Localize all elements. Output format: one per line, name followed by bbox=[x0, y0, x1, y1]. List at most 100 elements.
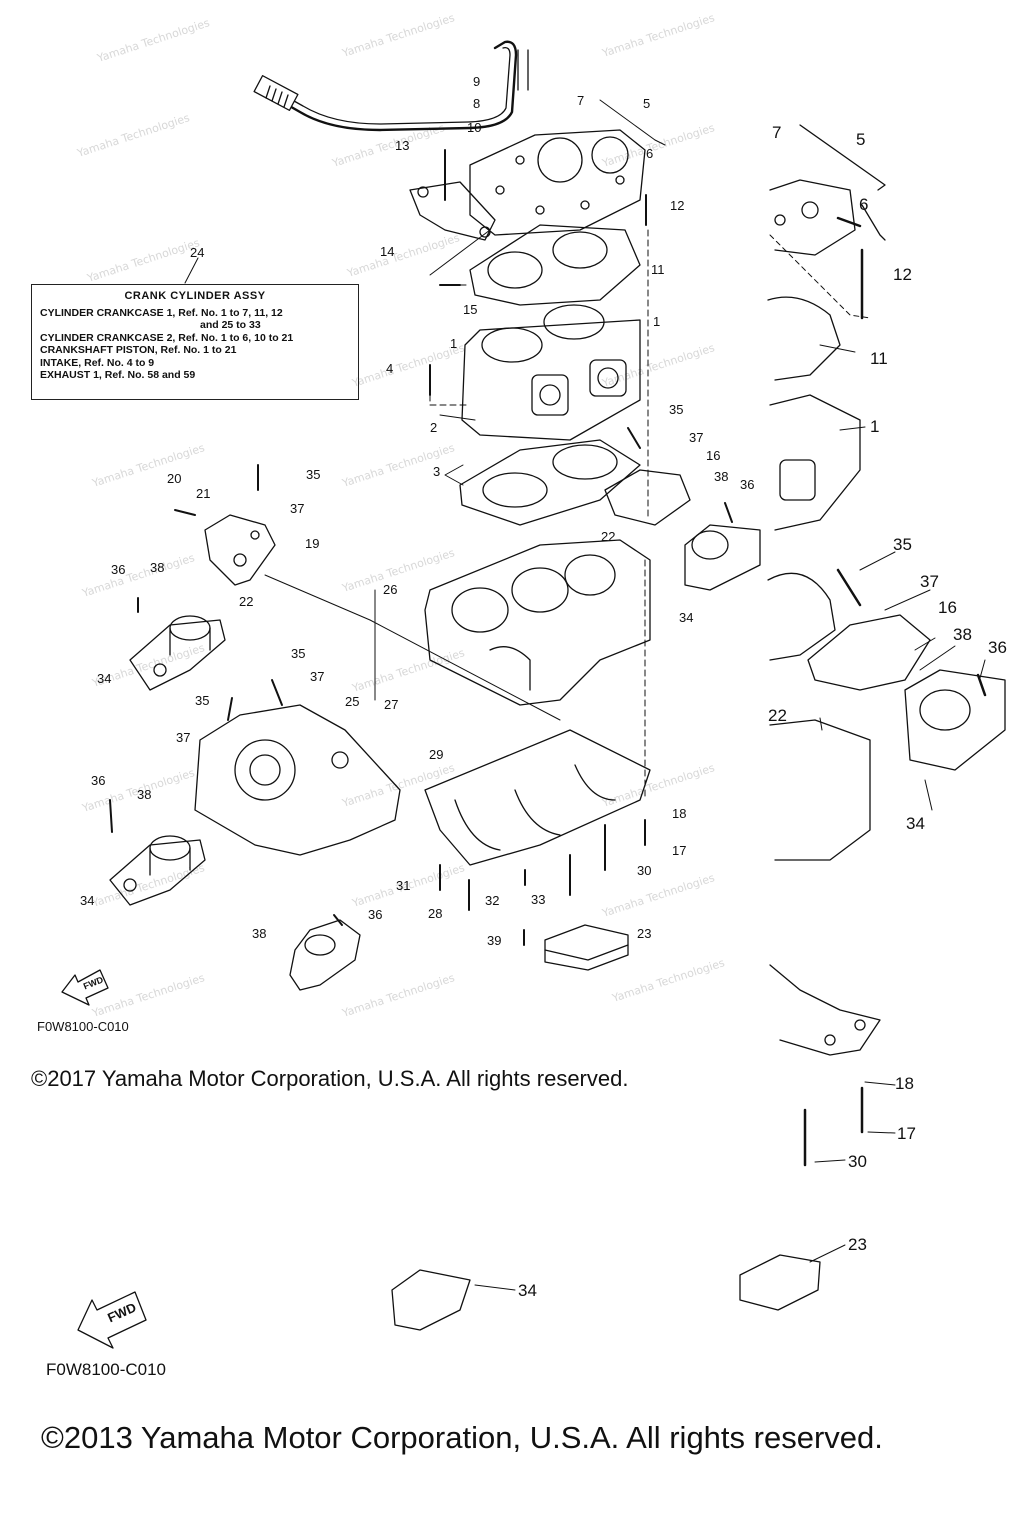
part-number-zoom: 34 bbox=[906, 814, 925, 833]
intake-manifold-part bbox=[289, 919, 361, 991]
base-gasket-part bbox=[459, 439, 641, 526]
part-number: 14 bbox=[380, 244, 395, 259]
part-number-zoom: 18 bbox=[895, 1074, 914, 1093]
engine-mount-part bbox=[129, 615, 226, 691]
assembly-guide-lines bbox=[429, 229, 649, 801]
part-number: 22 bbox=[239, 594, 254, 609]
part-number: 8 bbox=[473, 96, 481, 111]
part-number: 36 bbox=[740, 477, 755, 492]
lower-crankcase-part bbox=[424, 729, 651, 866]
part-number: 9 bbox=[473, 74, 481, 89]
part-number-zoom: 5 bbox=[856, 130, 866, 149]
legend-number: 24 bbox=[190, 245, 205, 260]
part-number: 22 bbox=[601, 529, 616, 544]
part-number: 3 bbox=[433, 464, 441, 479]
part-number: 38 bbox=[714, 469, 729, 484]
fwd-arrow-small bbox=[61, 969, 109, 1006]
part-number-zoom: 23 bbox=[848, 1235, 867, 1254]
engine-mount-part bbox=[109, 835, 206, 906]
part-number: 26 bbox=[383, 582, 398, 597]
part-number: 38 bbox=[150, 560, 165, 575]
part-number: 11 bbox=[651, 262, 665, 277]
part-number-zoom: 11 bbox=[870, 349, 888, 368]
cylinder-head-part bbox=[409, 129, 646, 241]
part-number: 6 bbox=[646, 146, 654, 161]
part-number: 20 bbox=[167, 471, 182, 486]
fwd-arrow-large bbox=[77, 1291, 147, 1349]
part-number: 13 bbox=[395, 138, 410, 153]
engine-bracket-part bbox=[204, 514, 276, 586]
part-number: 29 bbox=[429, 747, 444, 762]
part-number: 17 bbox=[672, 843, 687, 858]
part-number-zoom: 7 bbox=[772, 123, 782, 142]
leader-lines-right bbox=[474, 344, 986, 1291]
part-number: 31 bbox=[396, 878, 411, 893]
part-number-zoom: 38 bbox=[953, 625, 972, 644]
part-number: 18 bbox=[672, 806, 687, 821]
part-number: 25 bbox=[345, 694, 360, 709]
part-number-zoom: 6 bbox=[859, 195, 869, 214]
part-number-zoom: 37 bbox=[920, 572, 939, 591]
part-number-zoom: 36 bbox=[988, 638, 1007, 657]
zoom-panel-right bbox=[391, 124, 1006, 1331]
assembly-legend: CRANK CYLINDER ASSY CYLINDER CRANKCASE 1… bbox=[31, 284, 359, 400]
cylinder-block-part bbox=[461, 304, 641, 441]
part-number: 34 bbox=[679, 610, 694, 625]
part-number: 34 bbox=[97, 671, 112, 686]
part-number-zoom: 16 bbox=[938, 598, 957, 617]
part-number: 35 bbox=[195, 693, 210, 708]
part-number: 1 bbox=[450, 336, 458, 351]
bolt-parts bbox=[109, 149, 733, 946]
legend-line: CYLINDER CRANKCASE 1, Ref. No. 1 to 7, 1… bbox=[40, 306, 283, 319]
leader-lines bbox=[184, 99, 666, 721]
part-number: 38 bbox=[137, 787, 152, 802]
part-number: 36 bbox=[111, 562, 126, 577]
part-number-zoom: 17 bbox=[897, 1124, 916, 1143]
part-number: 1 bbox=[653, 314, 661, 329]
part-number: 28 bbox=[428, 906, 443, 921]
part-number: 10 bbox=[467, 120, 482, 135]
cover-part bbox=[544, 924, 629, 971]
part-number-zoom: 12 bbox=[893, 265, 912, 284]
part-number: 37 bbox=[290, 501, 305, 516]
part-number: 37 bbox=[310, 669, 325, 684]
magneto-housing-part bbox=[194, 704, 401, 856]
legend-line: and 25 to 33 bbox=[200, 319, 261, 331]
legend-line: INTAKE, Ref. No. 4 to 9 bbox=[40, 356, 155, 369]
part-number-zoom: 30 bbox=[848, 1152, 867, 1171]
legend-line: CRANKSHAFT PISTON, Ref. No. 1 to 21 bbox=[40, 344, 237, 356]
part-number: 36 bbox=[91, 773, 106, 788]
reed-valve-part bbox=[604, 469, 761, 591]
part-number: 35 bbox=[306, 467, 321, 482]
part-number: 32 bbox=[485, 893, 500, 908]
part-number: 23 bbox=[637, 926, 652, 941]
part-number: 37 bbox=[689, 430, 704, 445]
part-number: 12 bbox=[670, 198, 685, 213]
part-number: 33 bbox=[531, 892, 546, 907]
bolt-parts-right bbox=[803, 216, 987, 1167]
part-number: 34 bbox=[80, 893, 95, 908]
part-number: 35 bbox=[291, 646, 306, 661]
part-number: 27 bbox=[384, 697, 399, 712]
copyright-notice: ©2017 Yamaha Motor Corporation, U.S.A. A… bbox=[31, 1066, 629, 1091]
upper-crankcase-part bbox=[424, 539, 651, 706]
diagram-code: F0W8100-C010 bbox=[37, 1019, 129, 1034]
copyright-notice: ©2013 Yamaha Motor Corporation, U.S.A. A… bbox=[41, 1420, 883, 1455]
part-number: 36 bbox=[368, 907, 383, 922]
part-number: 7 bbox=[577, 93, 585, 108]
legend-title: CRANK CYLINDER ASSY bbox=[124, 290, 266, 302]
part-number: 5 bbox=[643, 96, 651, 111]
part-number-zoom: 1 bbox=[870, 417, 880, 436]
part-number-zoom: 22 bbox=[768, 706, 787, 725]
part-number-zoom: 35 bbox=[893, 535, 912, 554]
diagram-code: F0W8100-C010 bbox=[46, 1360, 167, 1379]
part-number: 38 bbox=[252, 926, 267, 941]
part-number: 39 bbox=[487, 933, 502, 948]
legend-line: EXHAUST 1, Ref. No. 58 and 59 bbox=[40, 369, 196, 381]
part-number: 16 bbox=[706, 448, 721, 463]
part-number: 2 bbox=[430, 420, 438, 435]
part-number: 37 bbox=[176, 730, 191, 745]
legend-line: CYLINDER CRANKCASE 2, Ref. No. 1 to 6, 1… bbox=[40, 331, 294, 344]
